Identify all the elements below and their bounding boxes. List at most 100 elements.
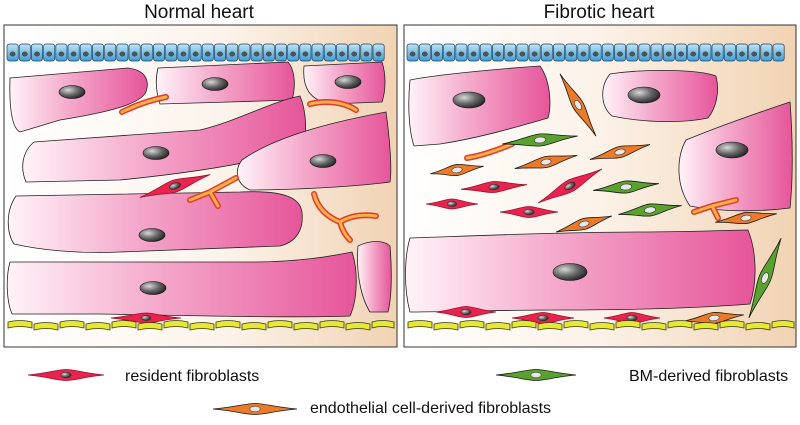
endocardial-cell [626,43,639,62]
endocardial-cell [516,43,529,62]
endocardial-cell [92,43,104,62]
endocardial-cell [467,43,480,62]
endocardial-cell [238,43,251,62]
nucleus [58,85,86,99]
legend-endothelial-fibroblasts: endothelial cell-derived fibroblasts [310,400,552,417]
endothelial-derived-fibroblast [715,211,777,225]
endocardial-cell [336,43,348,62]
endocardial-cell [250,43,263,62]
basement-segment [241,322,267,331]
endocardial-cell [226,43,239,62]
basement-segment [111,320,137,329]
resident-fibroblast [461,181,527,193]
cardiomyocyte [9,67,148,133]
basement-segment [433,322,459,331]
basement-segment [137,322,163,331]
endothelial-derived-fibroblast [555,215,613,233]
basement-segment [537,322,563,331]
legend-resident-fibroblasts: resident fibroblasts [125,368,260,385]
endocardial-cell [140,43,153,62]
basement-segment [589,322,615,331]
legend-bm-derived-fibroblasts: BM-derived fibroblasts [629,368,789,385]
endothelial-derived-fibroblast [514,154,578,170]
basement-segment [267,320,293,329]
endothelial-derived-fibroblast [430,163,484,177]
nucleus [139,281,167,295]
endocardial-cell [565,43,578,62]
bm-derived-fibroblast [618,203,682,217]
endocardial-cell [128,43,141,62]
basement-segment [407,320,433,329]
endocardial-cell [43,43,56,62]
endocardial-cell [711,43,724,62]
nucleus [552,263,588,281]
basement-segment [693,322,719,331]
endocardial-cell [189,43,202,62]
endocardial-cell [675,43,687,62]
basement-segment [371,320,395,329]
basement-segment [641,322,667,331]
fibrotic-heart-title: Fibrotic heart [543,2,655,23]
capillary [307,99,359,113]
resident-fibroblast [537,168,603,204]
capillary [464,141,515,161]
nucleus [142,146,170,160]
endocardial-cell [323,43,336,62]
nucleus [627,86,661,104]
endocardial-cell [262,43,275,62]
endocardial-cell [772,43,785,62]
endocardial-cell [699,43,712,62]
bm-derived-fibroblast [748,237,782,319]
basement-segment [189,322,215,331]
legend-icons [27,369,577,415]
endocardial-cell [760,43,773,62]
endocardial-cell [577,43,590,62]
endocardial-cell [360,43,373,62]
cardiomyocyte [357,241,392,313]
nucleus [715,141,749,159]
bm-derived-fibroblast [593,180,659,194]
cardiomyocyte [236,111,392,191]
capillary [119,94,169,115]
resident-fibroblast [435,306,497,318]
cardiomyocyte [7,191,303,253]
endocardium-layer-right [406,43,785,62]
legend-endothelial-icon [212,403,298,415]
endocardial-cell [662,43,675,62]
endocardial-cell [287,43,300,62]
endocardial-cell [6,43,19,62]
endocardial-cell [650,43,663,62]
basement-segment [7,320,33,329]
nucleus [309,154,337,168]
endocardial-cell [601,43,614,62]
basement-segment [215,320,241,329]
endocardial-cell [418,43,431,62]
endocardial-cell [479,43,492,62]
basement-segment [163,320,189,329]
endocardium-layer-left [6,43,385,62]
endocardial-cell [79,43,92,62]
basement-segment [459,320,485,329]
endocardial-cell [406,43,419,62]
endocardial-cell [275,43,287,62]
basement-segment [485,322,511,331]
basement-segment [319,320,345,329]
endocardial-cell [348,43,361,62]
legend-resident-icon [27,369,105,381]
basement-segment [33,322,59,331]
endocardial-cell [492,43,504,62]
basement-segment [719,320,745,329]
endocardial-cell [201,43,214,62]
cardiomyocyte [6,251,357,318]
bm-derived-fibroblast [502,133,578,147]
endothelial-derived-fibroblast [559,73,597,137]
endocardial-cell [638,43,651,62]
endocardial-cell [31,43,43,62]
endocardial-cell [67,43,80,62]
capillaries-fibrotic [464,141,739,221]
endocardial-cell [528,43,541,62]
basement-segment [345,322,371,331]
endocardial-cell [116,43,129,62]
endocardial-cell [540,43,553,62]
nuclei-fibrotic [452,86,749,281]
